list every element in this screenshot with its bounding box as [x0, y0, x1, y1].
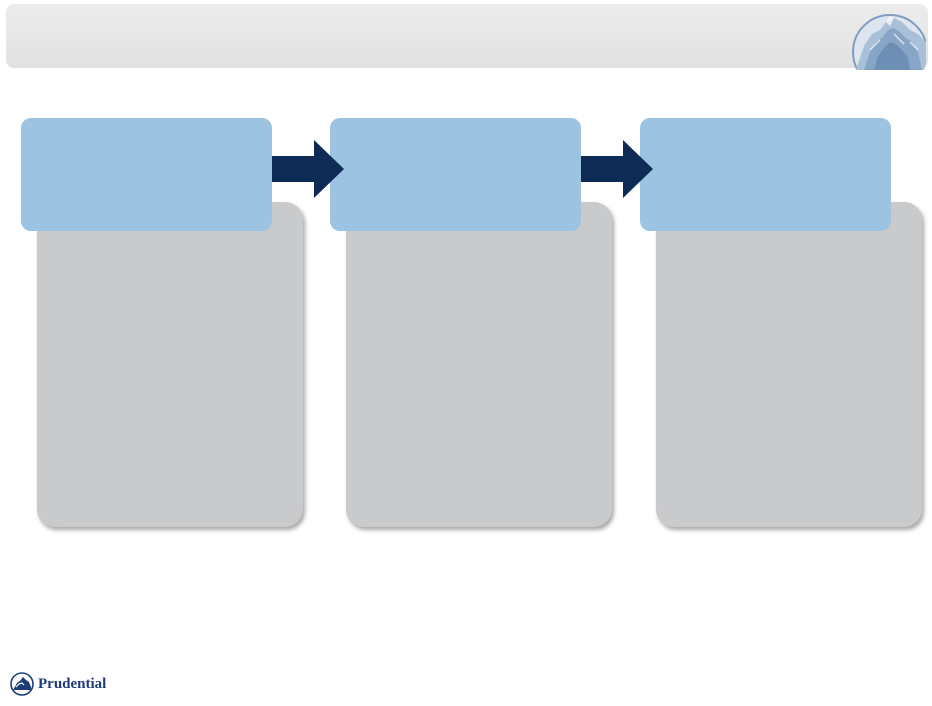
prudential-rock-logo-icon: [10, 672, 34, 696]
step-1-body-text: [51, 242, 289, 513]
footer-logo: Prudential: [10, 671, 106, 697]
step-1-body: [37, 202, 303, 527]
step-2-body: [346, 202, 612, 527]
step-3-header: [640, 118, 891, 231]
step-3-body-text: [670, 242, 908, 513]
step-2-body-text: [360, 242, 598, 513]
rock-emblem-icon: [852, 14, 926, 70]
title-bar: [6, 4, 928, 68]
process-step-1: [21, 118, 311, 530]
step-3-title: [650, 128, 881, 221]
right-arrow-icon: [272, 140, 344, 198]
brand-name: Prudential: [38, 675, 107, 692]
step-1-title: [31, 128, 262, 221]
step-1-header: [21, 118, 272, 231]
step-2-title: [340, 128, 571, 221]
process-step-3: [640, 118, 930, 530]
process-step-2: [330, 118, 620, 530]
right-arrow-icon: [581, 140, 653, 198]
step-3-body: [656, 202, 922, 527]
step-2-header: [330, 118, 581, 231]
